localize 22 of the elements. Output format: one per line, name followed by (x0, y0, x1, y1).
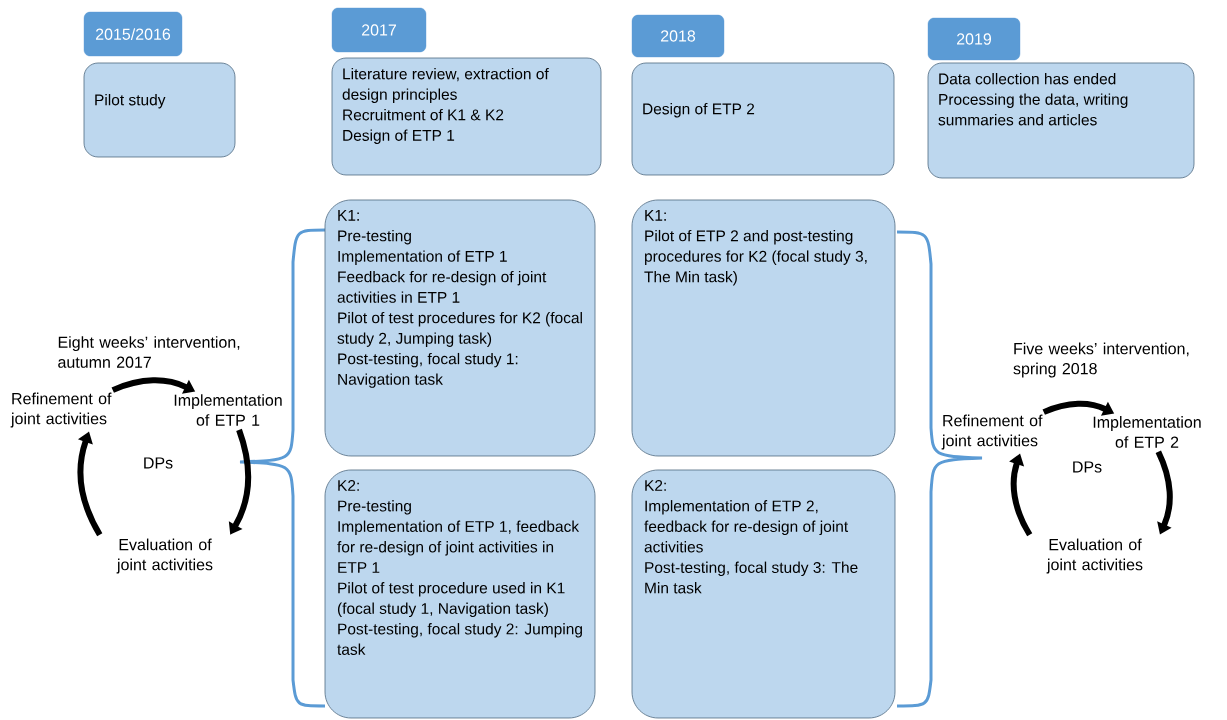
cycle-step-text: Implementation of ETP 1 (174, 394, 282, 426)
tab-label: 2019 (927, 17, 1021, 61)
phase-box: Design of ETP 2 (631, 62, 895, 176)
group-box: K1: Pilot of ETP 2 and post-testing procedures for K2 (focal study 3, The Min task) (631, 199, 896, 457)
tab-label: 2017 (331, 7, 427, 53)
group-box: K2: Pre-testing Implementation of ETP 1, feedback for re-design of joint activities in ETP 1 Pilot of test procedure used in K1 (focal study 1, Navigation task) Post-testing, focal study 2: Jumping task (324, 469, 596, 719)
cycle-step-text: Refinement of joint activities (10, 392, 112, 428)
tab-label: 2015/2016 (83, 11, 183, 57)
cycle-step-text: Implementation of ETP 2 (1093, 416, 1201, 448)
cycle-step-text: Evaluation of joint activities (1046, 538, 1143, 574)
phase-box: Literature review, extraction of design principles Recruitment of K1 & K2 Design of ETP 1 (331, 57, 602, 176)
group-box: K2: Implementation of ETP 2, feedback for re-design of joint activities Post-testing, focal study 3: The Min task (631, 469, 896, 719)
tab-label: 2018 (631, 14, 725, 58)
annotation-text: Eight weeks’ intervention, autumn 2017 (58, 336, 240, 368)
phase-box: Data collection has ended Processing the data, writing summaries and articles (927, 62, 1195, 179)
group-box: K1: Pre-testing Implementation of ETP 1 Feedback for re-design of joint activities in ETP 1 Pilot of test procedures for K2 (focal study 2, Jumping task) Post-testing, focal study 1: Navigation task (324, 199, 596, 457)
phase-box: Pilot study (83, 62, 236, 158)
annotation-text: Five weeks’ intervention, spring 2018 (1013, 342, 1189, 378)
cycle-step-text: Refinement of joint activities (941, 414, 1043, 450)
cycle-step-text: Evaluation of joint activities (116, 538, 213, 574)
cycle-center-label: DPs (144, 457, 173, 469)
cycle-center-label: DPs (1073, 461, 1102, 473)
